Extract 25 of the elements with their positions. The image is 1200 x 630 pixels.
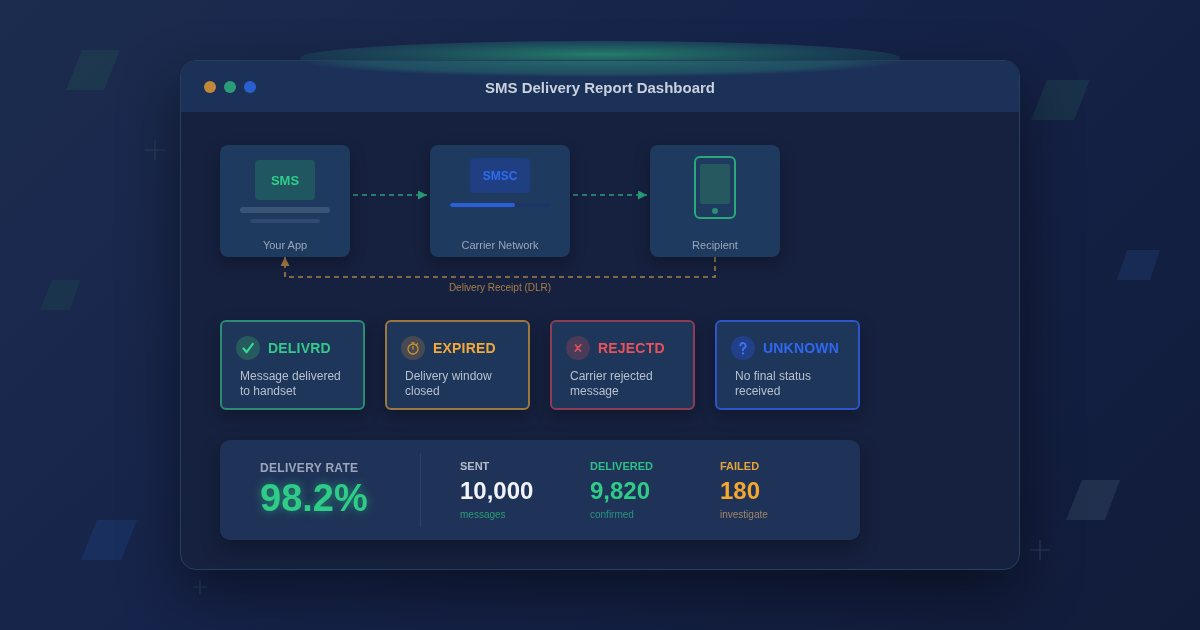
stat-label: FAILED (720, 459, 760, 473)
stat-label: DELIVERED (590, 459, 653, 473)
stat-caption: messages (460, 508, 506, 521)
status-code: REJECTD (598, 340, 665, 356)
message-tile: SMS (255, 160, 315, 200)
node-label: Recipient (692, 239, 738, 252)
stat-value: 180 (720, 476, 761, 505)
window-title: SMS Delivery Report Dashboard (484, 79, 716, 96)
stat-label: SENT (460, 459, 490, 473)
node-label: Carrier Network (461, 239, 539, 252)
status-description: Message delivered to handset (240, 369, 342, 399)
stat-caption: confirmed (590, 508, 634, 521)
status-description: No final status received (735, 369, 813, 399)
status-code: DELIVRD (268, 340, 331, 356)
stat-value: 10,000 (460, 476, 534, 505)
status-code: EXPIRED (433, 340, 496, 356)
stat-value: 9,820 (590, 476, 651, 505)
server-tile: SMSC (470, 158, 530, 193)
node-label: Your App (262, 239, 308, 252)
rate-value: 98.2% (260, 477, 368, 519)
status-description: Carrier rejected message (570, 369, 654, 399)
status-description: Delivery window closed (405, 369, 493, 399)
status-code: UNKNOWN (763, 340, 840, 356)
stat-label: DELIVERY RATE (260, 461, 359, 475)
stat-caption: investigate (720, 508, 768, 521)
